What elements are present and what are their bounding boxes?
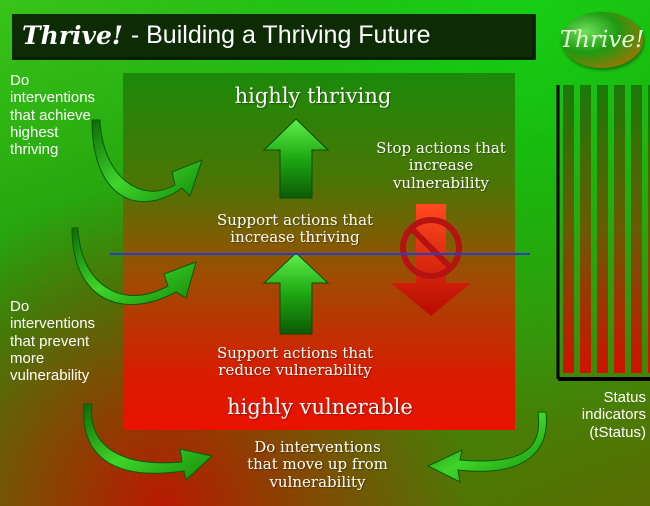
status-bar — [580, 85, 591, 373]
support-increase-thriving-label: Support actions that increase thriving — [216, 211, 374, 247]
status-bar — [597, 85, 608, 373]
thrive-logo: Thrive! — [559, 12, 645, 68]
intervention-mid-left-text: Do interventions that prevent more vulne… — [10, 298, 96, 384]
down-arrow-icon — [391, 204, 471, 316]
logo-text: Thrive! — [559, 27, 645, 53]
status-bar — [563, 85, 574, 373]
intervention-bottom-text: Do interventions that move up from vulne… — [247, 438, 388, 491]
highly-vulnerable-label: highly vulnerable — [227, 395, 413, 419]
thriving-scale-square — [123, 73, 515, 430]
curved-arrow-top-left-icon — [91, 119, 203, 203]
status-indicator-bars — [556, 85, 650, 381]
status-bar — [648, 85, 650, 373]
up-arrow-lower-icon — [262, 252, 330, 335]
title-text: - Building a Thriving Future — [130, 21, 431, 49]
intervention-top-left-text: Do interventions that achieve highest th… — [10, 72, 96, 158]
status-bar — [614, 85, 625, 373]
curved-arrow-bottom-right-icon — [426, 411, 547, 483]
curved-arrow-bottom-left-icon — [83, 403, 214, 481]
title-brand: Thrive! — [22, 21, 123, 50]
highly-thriving-label: highly thriving — [234, 84, 392, 108]
curved-arrow-mid-left-icon — [71, 227, 197, 306]
prohibit-icon — [400, 217, 462, 279]
support-reduce-vulnerability-label: Support actions that reduce vulnerabilit… — [216, 344, 374, 380]
up-arrow-top-icon — [262, 118, 330, 199]
status-indicators-label: Status indicators (tStatus) — [581, 389, 646, 441]
title-bar: Thrive! - Building a Thriving Future — [12, 14, 536, 60]
stop-actions-label: Stop actions that increase vulnerability — [376, 139, 506, 192]
status-bar — [631, 85, 642, 373]
